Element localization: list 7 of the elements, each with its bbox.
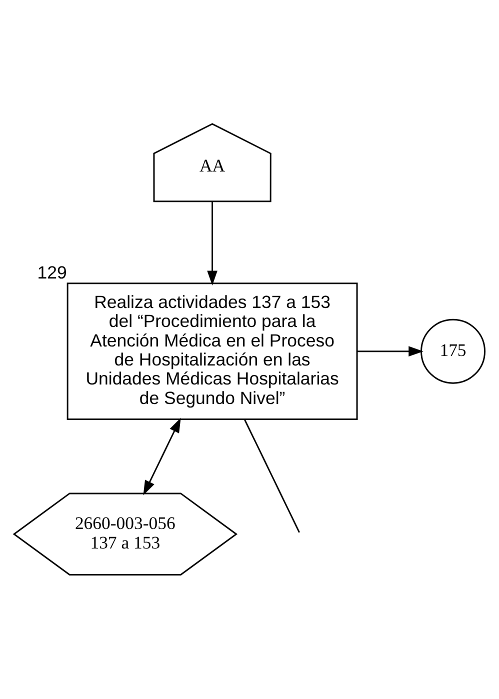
- node-label: 129: [37, 262, 67, 282]
- node-box: Realiza actividades 137 a 153 del “Procedimiento para la Atención Médica en el Proceso de Hospitalización en las Unidades Médicas Hospitalarias de Segundo Nivel”: [66, 282, 358, 420]
- arrow: [357, 346, 424, 356]
- node-circle: 175: [420, 318, 486, 384]
- arrow: [143, 418, 181, 496]
- connector: [244, 419, 300, 533]
- arrow: [207, 202, 218, 286]
